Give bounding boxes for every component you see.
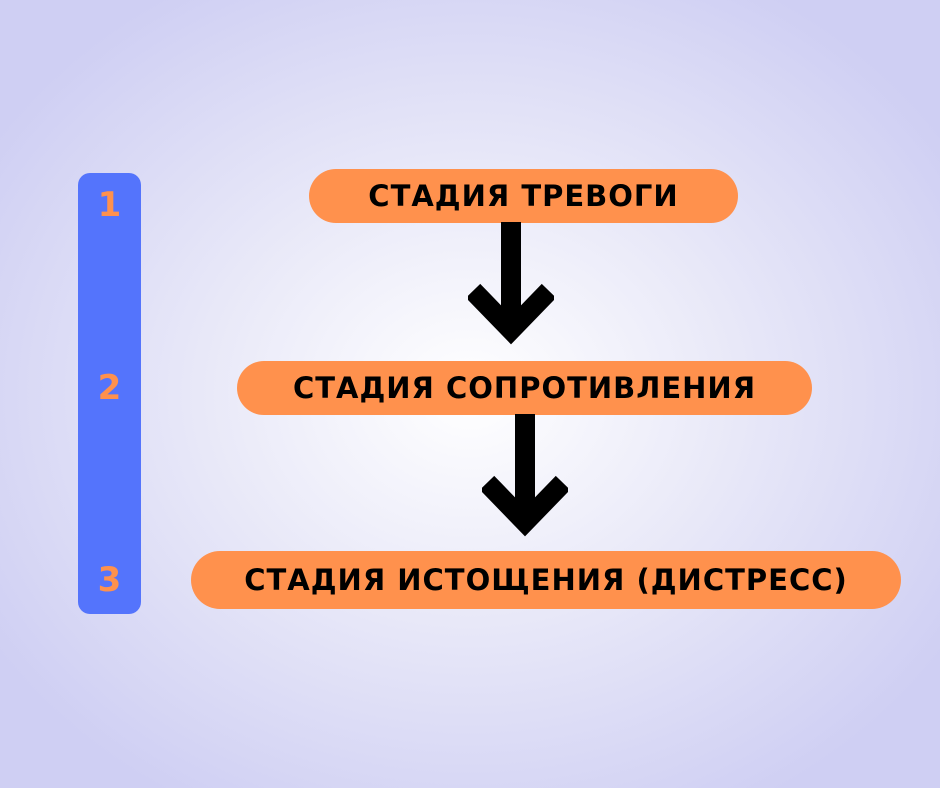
- stage-number-bar: 1 2 3: [78, 173, 141, 614]
- stage-alarm: СТАДИЯ ТРЕВОГИ: [309, 169, 738, 223]
- arrow-down-icon: [468, 222, 554, 345]
- arrow-down-icon: [482, 414, 568, 537]
- stage-number-1: 1: [97, 185, 122, 225]
- stage-number-2: 2: [97, 368, 122, 408]
- stage-number-3: 3: [97, 560, 122, 600]
- stage-exhaustion: СТАДИЯ ИСТОЩЕНИЯ (ДИСТРЕСС): [191, 551, 901, 609]
- stage-resistance: СТАДИЯ СОПРОТИВЛЕНИЯ: [237, 361, 812, 415]
